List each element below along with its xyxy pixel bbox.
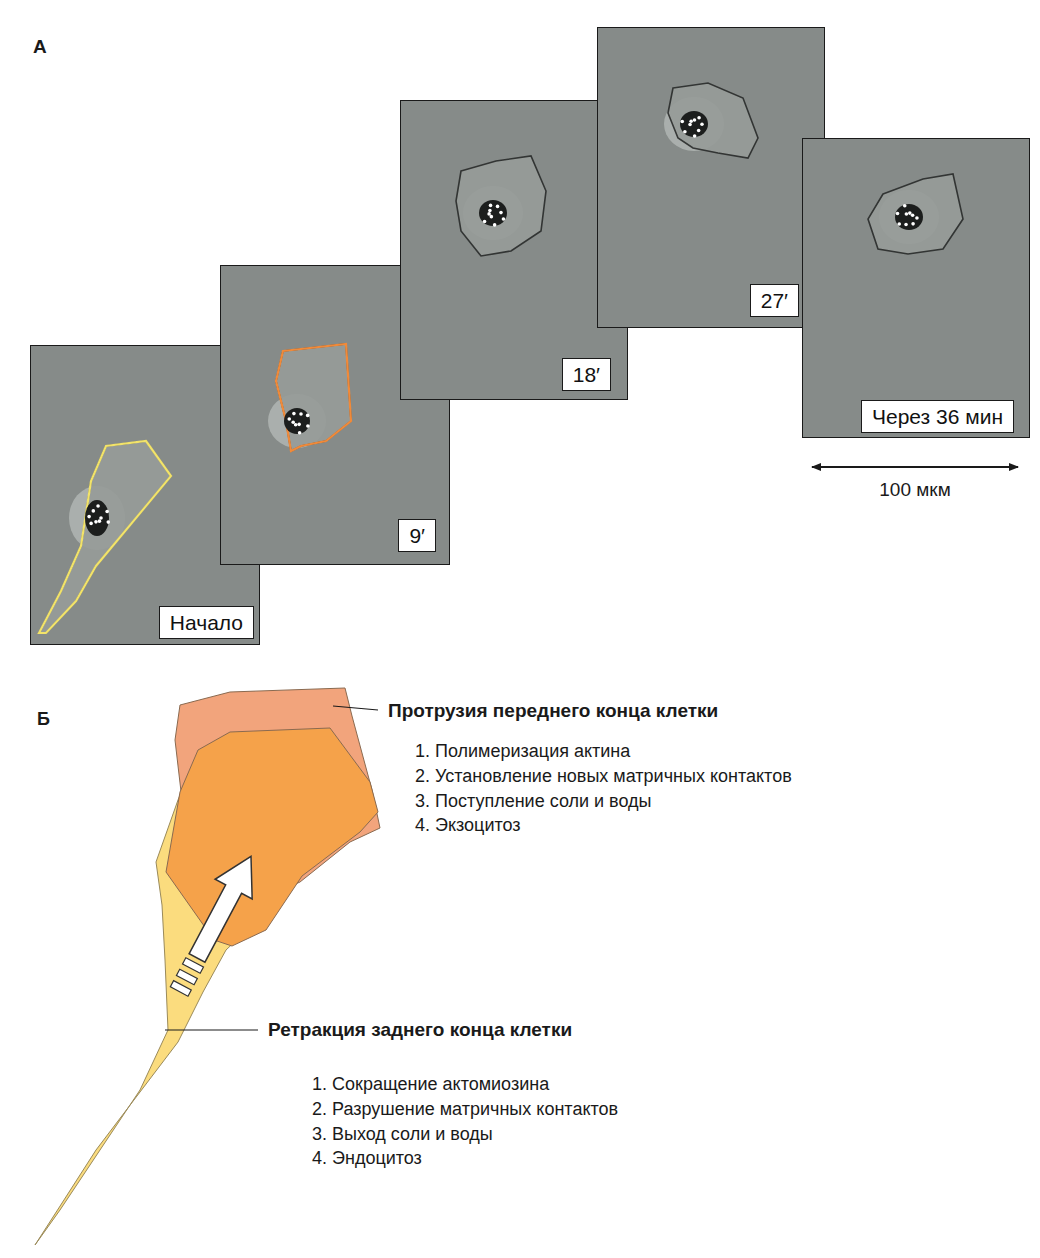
heading: Ретракция заднего конца клетки (268, 1019, 572, 1041)
list-item: 1. Сокращение актомиозина (312, 1074, 549, 1095)
heading: Протрузия переднего конца клетки (388, 700, 718, 722)
list-item: 2. Установление новых матричных контакто… (415, 766, 792, 787)
cell-image (401, 101, 628, 400)
list-item: 3. Выход соли и воды (312, 1124, 493, 1145)
time-label: 18′ (562, 358, 611, 391)
micrograph-frame: Через 36 мин (802, 138, 1030, 438)
list-item: 2. Разрушение матричных контактов (312, 1099, 618, 1120)
list-item: 1. Полимеризация актина (415, 741, 630, 762)
leader-line (165, 1029, 258, 1030)
scale-bar (812, 466, 1018, 468)
list-item: 3. Поступление соли и воды (415, 791, 652, 812)
time-label: 27′ (750, 284, 799, 317)
cell-image (803, 139, 1030, 438)
scale-label: 100 мкм (879, 479, 950, 501)
time-label: Через 36 мин (861, 400, 1014, 433)
time-label: Начало (159, 606, 254, 639)
list-item: 4. Экзоцитоз (415, 815, 521, 836)
micrograph-frame: 27′ (597, 27, 825, 328)
leader-line (333, 706, 378, 710)
list-item: 4. Эндоцитоз (312, 1148, 422, 1169)
panel-letter: А (33, 36, 47, 58)
time-label: 9′ (398, 519, 436, 552)
micrograph-frame: 18′ (400, 100, 628, 400)
panel-letter: Б (37, 709, 50, 730)
